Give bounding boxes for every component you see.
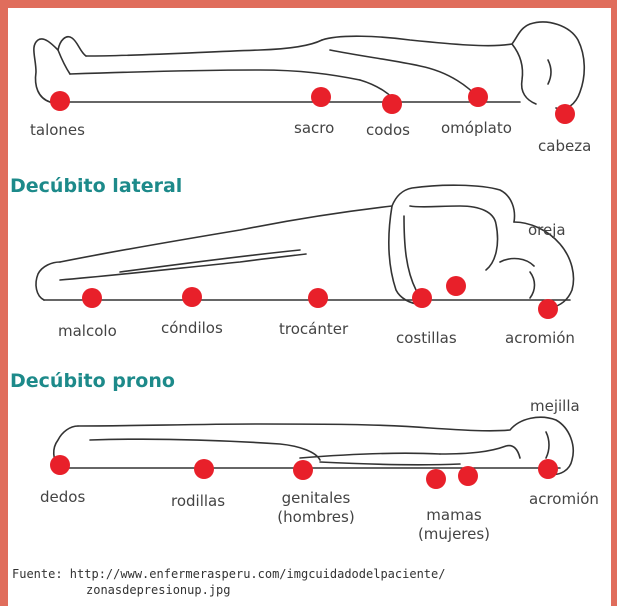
label-mamas-line2: (mujeres) — [404, 525, 504, 544]
point-mamas-2 — [458, 466, 478, 486]
point-genitales — [293, 460, 313, 480]
label-mamas-line1: mamas — [404, 506, 504, 525]
label-genitales: genitales (hombres) — [262, 489, 370, 527]
label-genitales-line1: genitales — [262, 489, 370, 508]
source-line-1: Fuente: http://www.enfermerasperu.com/im… — [12, 567, 445, 581]
label-mamas: mamas (mujeres) — [404, 506, 504, 544]
label-acromion-prone: acromión — [529, 490, 599, 508]
label-dedos: dedos — [40, 488, 85, 506]
label-genitales-line2: (hombres) — [262, 508, 370, 527]
source-citation: Fuente: http://www.enfermerasperu.com/im… — [12, 566, 445, 598]
source-line-2: zonasdepresionup.jpg — [12, 582, 445, 598]
point-mamas — [426, 469, 446, 489]
point-rodillas — [194, 459, 214, 479]
point-dedos — [50, 455, 70, 475]
label-rodillas: rodillas — [171, 492, 225, 510]
point-acromion-prone — [538, 459, 558, 479]
label-mejilla: mejilla — [530, 397, 580, 415]
